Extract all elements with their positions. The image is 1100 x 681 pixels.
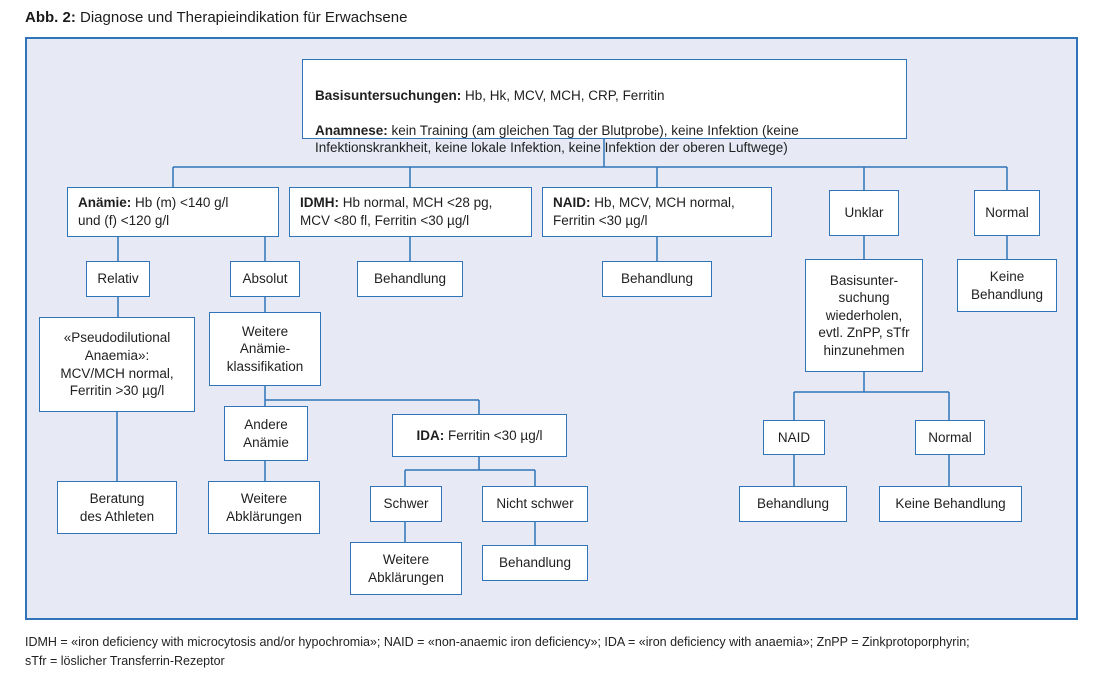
node-pseudodilutional-anaemia: «Pseudodilutional Anaemia»: MCV/MCH norm… — [39, 317, 195, 412]
ida-text: Ferritin <30 µg/l — [444, 427, 543, 443]
node-andere-anaemie: Andere Anämie — [224, 406, 308, 461]
node-idmh: IDMH: Hb normal, MCH <28 pg, MCV <80 fl,… — [289, 187, 532, 237]
node-normal: Normal — [974, 190, 1040, 236]
anaemie-label: Anämie: — [78, 195, 132, 211]
title-label: Abb. 2: — [25, 9, 76, 26]
node-ida: IDA: Ferritin <30 µg/l — [392, 414, 567, 457]
node-naid: NAID: Hb, MCV, MCH normal, Ferritin <30 … — [542, 187, 772, 237]
connector-lines — [116, 139, 1008, 545]
node-basisuntersuchungen: Basisuntersuchungen: Hb, Hk, MCV, MCH, C… — [302, 59, 907, 155]
naid-text: Hb, MCV, MCH normal, Ferritin <30 µg/l — [553, 195, 735, 228]
basis-line-1-text: Hb, Hk, MCV, MCH, CRP, Ferritin — [461, 87, 665, 103]
page-title: Abb. 2: Diagnose und Therapieindikation … — [25, 9, 407, 26]
basis-line-1: Basisuntersuchungen: Hb, Hk, MCV, MCH, C… — [315, 87, 894, 105]
node-keine-behandlung-normal: Keine Behandlung — [957, 259, 1057, 312]
title-text: Diagnose und Therapieindikation für Erwa… — [75, 9, 408, 26]
idmh-label: IDMH: — [300, 195, 339, 211]
node-weitere-abklaerungen-1: Weitere Abklärungen — [208, 481, 320, 534]
node-behandlung-naid-wiederholt: Behandlung — [739, 486, 847, 522]
node-schwer: Schwer — [370, 486, 442, 522]
node-keine-behandlung-wiederholt: Keine Behandlung — [879, 486, 1022, 522]
node-weitere-anaemieklassifikation: Weitere Anämie- klassifikation — [209, 312, 321, 386]
legend-footnote: IDMH = «iron deficiency with microcytosi… — [25, 635, 970, 669]
idmh-text: Hb normal, MCH <28 pg, MCV <80 fl, Ferri… — [300, 195, 493, 228]
basis-line-1-label: Basisuntersuchungen: — [315, 87, 462, 103]
node-nicht-schwer: Nicht schwer — [482, 486, 588, 522]
naid-label: NAID: — [553, 195, 591, 211]
node-beratung-athleten: Beratung des Athleten — [57, 481, 177, 534]
node-naid-wiederholt: NAID — [763, 420, 825, 455]
node-behandlung-idmh: Behandlung — [357, 261, 463, 297]
basis-line-2-text: kein Training (am gleichen Tag der Blutp… — [315, 122, 799, 156]
ida-label: IDA: — [416, 427, 445, 443]
anaemie-text: Hb (m) <140 g/l und (f) <120 g/l — [78, 195, 229, 228]
flowchart-panel: Basisuntersuchungen: Hb, Hk, MCV, MCH, C… — [25, 37, 1078, 620]
node-normal-wiederholt: Normal — [915, 420, 985, 455]
node-weitere-abklaerungen-2: Weitere Abklärungen — [350, 542, 462, 595]
basis-line-2-label: Anamnese: — [315, 122, 388, 138]
node-basisuntersuchung-wiederholen: Basisunter- suchung wiederholen, evtl. Z… — [805, 259, 923, 372]
node-relativ: Relativ — [86, 261, 150, 297]
node-absolut: Absolut — [230, 261, 300, 297]
node-unklar: Unklar — [829, 190, 899, 236]
node-behandlung-naid: Behandlung — [602, 261, 712, 297]
node-behandlung-ida: Behandlung — [482, 545, 588, 581]
basis-line-2: Anamnese: kein Training (am gleichen Tag… — [315, 122, 894, 157]
node-anaemie: Anämie: Hb (m) <140 g/l und (f) <120 g/l — [67, 187, 279, 237]
